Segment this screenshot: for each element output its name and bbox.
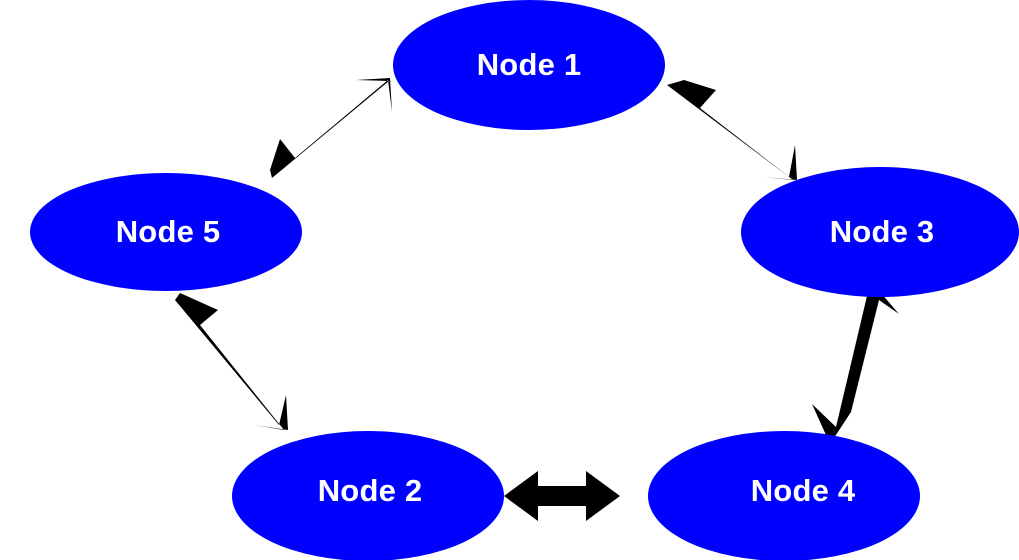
node-label: Node 5: [116, 214, 221, 249]
node-node5[interactable]: Node 5: [30, 173, 302, 291]
double-arrow-shape: [504, 471, 620, 521]
edge-node3-node4[interactable]: [812, 285, 899, 444]
node-ellipse: [741, 167, 1019, 297]
nodes-layer: Node 1 Node 3 Node 4 Node 2 Node 5: [30, 0, 1019, 560]
node-label: Node 1: [477, 47, 582, 82]
double-arrow-shape: [175, 293, 288, 430]
edge-node2-node5[interactable]: [175, 293, 288, 430]
edge-node1-node3[interactable]: [667, 80, 797, 180]
node-ellipse: [648, 431, 920, 560]
node-node2[interactable]: Node 2: [232, 431, 504, 560]
node-node1[interactable]: Node 1: [393, 0, 665, 130]
double-arrow-shape: [812, 285, 899, 444]
node-label: Node 2: [318, 473, 423, 508]
edges-layer: [175, 78, 899, 521]
node-node3[interactable]: Node 3: [741, 167, 1019, 297]
edge-node4-node2[interactable]: [504, 471, 620, 521]
edge-node5-node1[interactable]: [270, 78, 392, 178]
node-label: Node 4: [751, 473, 856, 508]
double-arrow-shape: [270, 78, 392, 178]
node-ellipse: [393, 0, 665, 130]
double-arrow-shape: [667, 80, 797, 180]
node-node4[interactable]: Node 4: [648, 431, 920, 560]
node-ellipse: [232, 431, 504, 560]
node-label: Node 3: [830, 214, 935, 249]
node-ellipse: [30, 173, 302, 291]
